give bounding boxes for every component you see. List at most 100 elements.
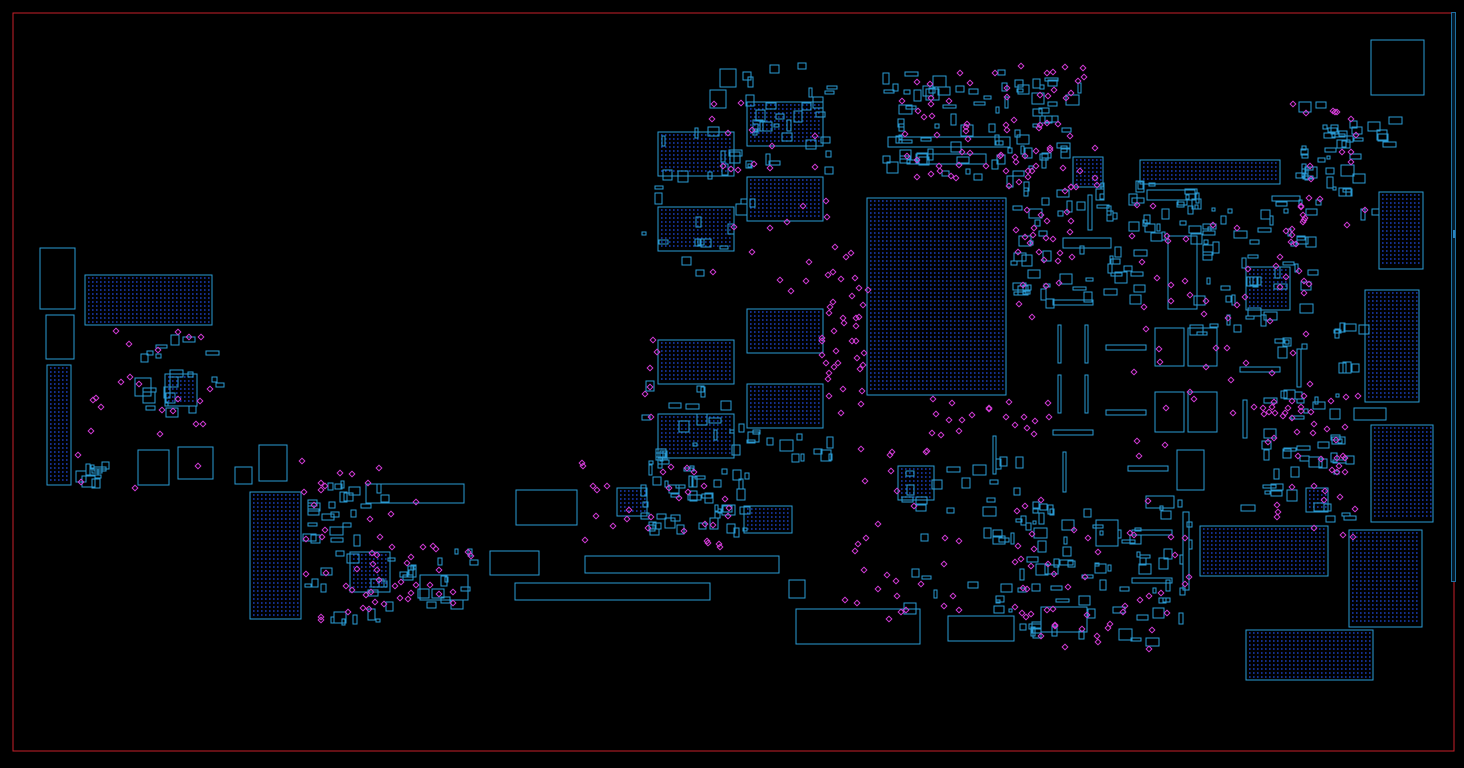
pcb-component[interactable] [1128, 221, 1140, 232]
component-outline[interactable] [1326, 155, 1331, 160]
test-point[interactable] [1227, 376, 1235, 384]
pcb-component[interactable] [1139, 554, 1151, 559]
component-outline[interactable] [1263, 449, 1270, 461]
component-outline[interactable] [768, 160, 781, 166]
pcb-component[interactable] [658, 239, 669, 245]
test-point[interactable] [1018, 609, 1026, 617]
pcb-component[interactable] [1179, 587, 1186, 596]
component-outline[interactable] [1035, 563, 1049, 576]
pcb-component[interactable] [164, 401, 169, 407]
test-point[interactable] [432, 545, 440, 553]
pcb-component[interactable] [1032, 501, 1040, 510]
component-outline[interactable] [825, 150, 832, 158]
component-outline[interactable] [1050, 585, 1063, 591]
component-outline[interactable] [211, 376, 218, 383]
component-outline[interactable] [719, 245, 729, 250]
pcb-component[interactable] [1211, 207, 1216, 212]
component-outline[interactable] [1191, 198, 1202, 210]
pcb-component[interactable] [1382, 141, 1397, 148]
test-point[interactable] [684, 488, 692, 496]
test-point[interactable] [1163, 232, 1171, 240]
component-outline[interactable] [915, 153, 987, 165]
test-point[interactable] [1266, 317, 1274, 325]
pcb-component[interactable] [1076, 201, 1086, 211]
component-outline[interactable] [795, 608, 921, 645]
component-outline[interactable] [1142, 219, 1148, 227]
test-point[interactable] [852, 314, 860, 322]
component-outline[interactable] [641, 414, 651, 421]
component-outline[interactable] [182, 336, 196, 343]
pcb-component[interactable] [1388, 116, 1403, 125]
pcb-component[interactable] [342, 522, 352, 528]
component-outline[interactable] [697, 238, 705, 246]
component-outline[interactable] [983, 527, 992, 539]
test-point[interactable] [1307, 408, 1315, 416]
pcb-component[interactable] [460, 586, 471, 592]
test-point[interactable] [1063, 208, 1071, 216]
test-point[interactable] [467, 552, 475, 560]
pcb-component[interactable] [995, 140, 1004, 146]
pcb-component[interactable] [717, 508, 722, 514]
pcb-component[interactable] [307, 502, 321, 512]
pcb-component[interactable] [1057, 324, 1062, 364]
test-point[interactable] [1270, 398, 1278, 406]
pcb-component[interactable] [1061, 519, 1075, 531]
component-outline[interactable] [1156, 223, 1161, 232]
component-outline[interactable] [1152, 587, 1157, 594]
component-outline[interactable] [648, 460, 654, 465]
component-outline[interactable] [346, 553, 360, 564]
test-point[interactable] [1282, 227, 1290, 235]
component-outline[interactable] [661, 135, 666, 147]
pcb-component[interactable] [1301, 153, 1309, 159]
pcb-component[interactable] [973, 101, 986, 106]
test-point[interactable] [885, 615, 893, 623]
pcb-component[interactable] [1128, 193, 1138, 206]
test-point[interactable] [1149, 202, 1157, 210]
test-point[interactable] [897, 608, 905, 616]
pcb-component[interactable] [1342, 361, 1352, 374]
component-outline[interactable] [692, 442, 698, 447]
component-outline[interactable] [1317, 157, 1326, 163]
pcb-component[interactable] [1177, 499, 1183, 508]
test-point[interactable] [1328, 466, 1336, 474]
pcb-component[interactable] [1207, 226, 1212, 232]
component-outline[interactable] [931, 479, 943, 490]
test-point[interactable] [321, 526, 329, 534]
pcb-component[interactable] [1084, 374, 1089, 414]
component-outline[interactable] [46, 364, 72, 486]
test-point[interactable] [388, 543, 396, 551]
pcb-component[interactable] [1142, 219, 1148, 227]
pcb-component[interactable] [749, 198, 756, 208]
pcb-component[interactable] [824, 166, 834, 175]
test-point[interactable] [1062, 94, 1070, 102]
component-outline[interactable] [353, 534, 361, 547]
test-point[interactable] [1268, 403, 1276, 411]
pcb-component[interactable] [1312, 401, 1326, 410]
pcb-component[interactable] [1338, 130, 1348, 137]
pcb-component[interactable] [365, 483, 465, 504]
pcb-component[interactable] [1031, 92, 1045, 105]
component-outline[interactable] [1283, 389, 1296, 400]
component-outline[interactable] [1014, 129, 1021, 138]
test-point[interactable] [1186, 291, 1194, 299]
test-point[interactable] [1081, 573, 1089, 581]
pcb-component[interactable] [333, 611, 347, 624]
pcb-component[interactable] [1353, 407, 1387, 421]
component-outline[interactable] [689, 490, 698, 502]
component-outline[interactable] [824, 90, 835, 95]
pcb-component[interactable] [714, 504, 719, 512]
component-outline[interactable] [704, 492, 714, 504]
pcb-component[interactable] [515, 489, 578, 526]
test-point[interactable] [603, 482, 611, 490]
test-point[interactable] [1080, 73, 1088, 81]
component-outline[interactable] [1062, 237, 1112, 249]
component-outline[interactable] [766, 437, 774, 446]
pcb-component[interactable] [1352, 173, 1366, 184]
pcb-component[interactable] [1317, 157, 1326, 163]
component-outline[interactable] [146, 350, 154, 356]
test-point[interactable] [842, 253, 850, 261]
component-outline[interactable] [164, 401, 169, 407]
component-outline[interactable] [339, 491, 348, 503]
pcb-component[interactable] [942, 104, 957, 109]
component-outline[interactable] [1150, 232, 1163, 242]
